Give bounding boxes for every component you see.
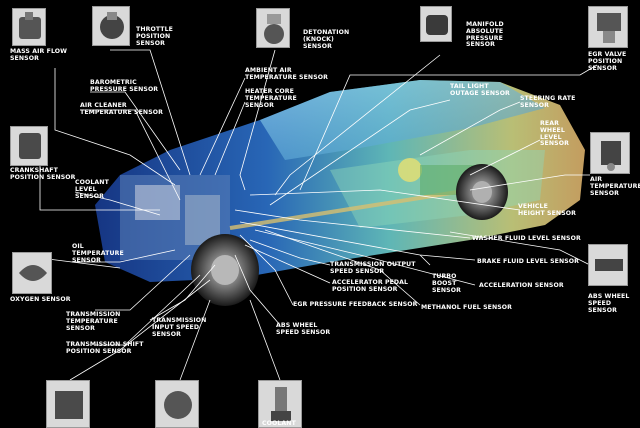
label-transmission-output-speed: TRANSMISSION OUTPUT SPEED SENSOR bbox=[330, 261, 416, 275]
label-coolant-partial: COOLANT bbox=[262, 420, 296, 427]
label-abs-wheel-speed-center: ABS WHEEL SPEED SENSOR bbox=[276, 322, 331, 336]
car-body bbox=[95, 80, 585, 282]
manifold-absolute-pressure-sensor-photo bbox=[420, 6, 452, 42]
egr-valve-position-sensor-photo bbox=[588, 6, 628, 48]
label-heater-core-temp: HEATER CORE TEMPERATURE SENSOR bbox=[245, 88, 297, 109]
label-mass-air-flow: MASS AIR FLOW SENSOR bbox=[10, 48, 68, 62]
label-steering-rate: STEERING RATE SENSOR bbox=[520, 95, 576, 109]
label-accelerator-pedal-position: ACCELERATOR PEDAL POSITION SENSOR bbox=[332, 279, 409, 293]
label-brake-fluid-level: BRAKE FLUID LEVEL SENSOR bbox=[477, 258, 580, 265]
label-air-temperature: AIR TEMPERATURE SENSOR bbox=[590, 176, 640, 197]
label-egr-pressure-feedback: EGR PRESSURE FEEDBACK SENSOR bbox=[293, 301, 418, 308]
oxygen-sensor-photo bbox=[12, 252, 52, 294]
label-throttle-position: THROTTLE POSITION SENSOR bbox=[136, 26, 173, 47]
label-washer-fluid-level: WASHER FLUID LEVEL SENSOR bbox=[472, 235, 581, 242]
label-detonation-knock: DETONATION (KNOCK) SENSOR bbox=[303, 29, 350, 50]
detonation-sensor-photo bbox=[256, 8, 290, 48]
label-acceleration: ACCELERATION SENSOR bbox=[479, 282, 564, 289]
label-coolant-level: COOLANT LEVEL SENSOR bbox=[75, 179, 109, 200]
label-vehicle-height: VEHICLE HEIGHT SENSOR bbox=[518, 203, 576, 217]
label-transmission-temperature: TRANSMISSION TEMPERATURE SENSOR bbox=[66, 311, 121, 332]
label-egr-valve-position: EGR VALVE POSITION SENSOR bbox=[588, 51, 627, 72]
label-ambient-air-temp: AMBIENT AIR TEMPERATURE SENSOR bbox=[245, 67, 328, 81]
wheels bbox=[191, 164, 508, 306]
coolant-sensor-photo bbox=[258, 380, 302, 428]
throttle-position-sensor-photo bbox=[92, 6, 130, 46]
label-rear-wheel-level: REAR WHEEL LEVEL SENSOR bbox=[540, 120, 569, 148]
air-temperature-sensor-photo bbox=[590, 132, 630, 174]
crankshaft-position-sensor-photo bbox=[10, 126, 48, 166]
label-oxygen: OXYGEN SENSOR bbox=[10, 296, 71, 303]
label-transmission-input-speed: TRANSMISSION INPUT SPEED SENSOR bbox=[152, 317, 207, 338]
transmission-input-speed-sensor-photo bbox=[155, 380, 199, 428]
label-air-cleaner-temp: AIR CLEANER TEMPERATURE SENSOR bbox=[80, 102, 163, 116]
label-barometric-pressure: BAROMETRIC PRESSURE SENSOR bbox=[90, 79, 159, 93]
label-tail-light-outage: TAIL LIGHT OUTAGE SENSOR bbox=[450, 83, 510, 97]
mass-air-flow-sensor-photo bbox=[12, 8, 46, 46]
label-methanol-fuel: METHANOL FUEL SENSOR bbox=[421, 304, 513, 311]
label-crankshaft-position: CRANKSHAFT POSITION SENSOR bbox=[10, 167, 76, 181]
label-oil-temperature: OIL TEMPERATURE SENSOR bbox=[72, 243, 124, 264]
label-abs-wheel-speed-right: ABS WHEEL SPEED SENSOR bbox=[588, 293, 630, 314]
label-turbo-boost: TURBO BOOST SENSOR bbox=[432, 273, 461, 294]
transmission-shift-position-sensor-photo bbox=[46, 380, 90, 428]
label-manifold-absolute-pressure: MANIFOLD ABSOLUTE PRESSURE SENSOR bbox=[466, 21, 504, 49]
label-transmission-shift-position: TRANSMISSION SHIFT POSITION SENSOR bbox=[66, 341, 144, 355]
abs-wheel-speed-sensor-photo bbox=[588, 244, 628, 286]
